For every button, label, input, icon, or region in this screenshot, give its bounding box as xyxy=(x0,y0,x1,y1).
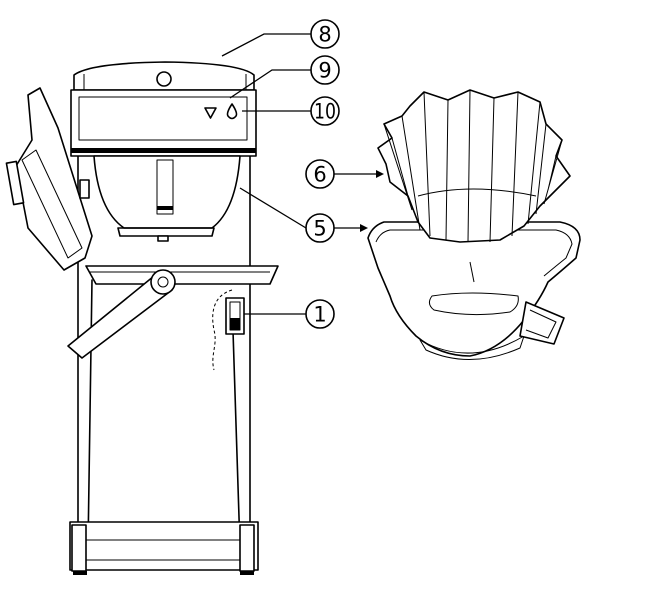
basket-handle xyxy=(519,301,565,345)
callout-1: 1 xyxy=(244,299,335,329)
callout-label-1: 1 xyxy=(313,303,326,327)
callout-label-10: 10 xyxy=(314,100,336,124)
open-door xyxy=(15,87,93,271)
coffee-machine xyxy=(5,61,279,575)
filter-basket xyxy=(367,221,581,357)
drip-tray xyxy=(85,265,279,285)
triangle-indicator-icon xyxy=(204,107,217,119)
filter-assembly xyxy=(367,89,581,360)
callout-6: 6 xyxy=(305,159,384,189)
callout-9: 9 xyxy=(229,55,340,99)
callout-8: 8 xyxy=(221,19,340,57)
drop-indicator-icon xyxy=(226,103,238,120)
callout-5: 5 xyxy=(239,187,368,243)
callout-label-5: 5 xyxy=(313,217,326,241)
cutaway-line xyxy=(212,289,233,371)
control-panel xyxy=(70,89,257,157)
callout-label-6: 6 xyxy=(313,163,326,187)
filter-housing xyxy=(93,155,241,229)
machine-base xyxy=(69,521,259,571)
cover-knob xyxy=(156,71,172,87)
callout-10: 10 xyxy=(242,96,340,126)
callout-label-9: 9 xyxy=(318,59,331,83)
callout-label-8: 8 xyxy=(318,23,331,47)
